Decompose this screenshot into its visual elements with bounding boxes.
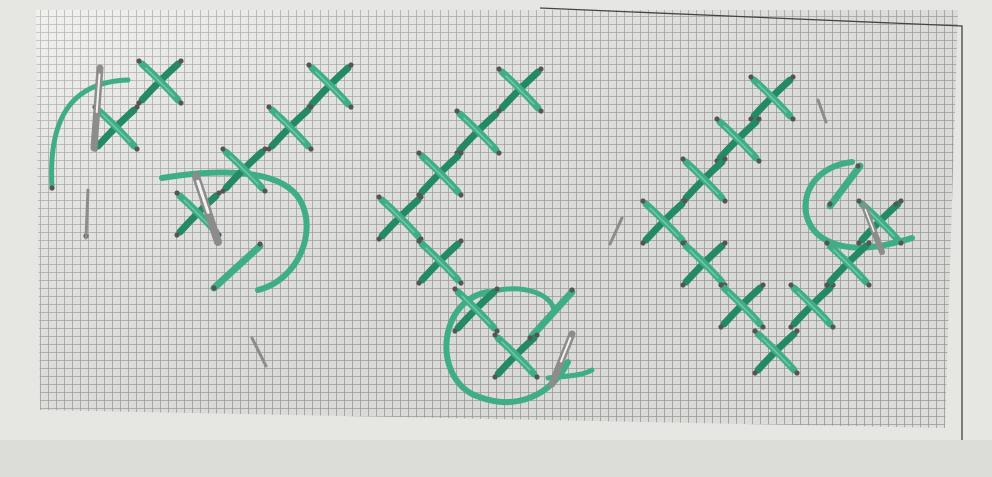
canvas-hole	[458, 192, 463, 197]
canvas-hole	[856, 198, 861, 203]
canvas-hole	[680, 240, 685, 245]
canvas-hole	[760, 324, 765, 329]
canvas-hole	[534, 332, 539, 337]
canvas-hole	[211, 285, 216, 290]
page-bottom-shadow	[0, 440, 992, 477]
canvas-hole	[174, 190, 179, 195]
canvas-hole	[856, 240, 861, 245]
canvas-hole	[788, 324, 793, 329]
canvas-hole	[794, 328, 799, 333]
canvas-hole	[496, 66, 501, 71]
canvas-hole	[458, 150, 463, 155]
canvas-hole	[640, 198, 645, 203]
canvas-hole	[308, 104, 313, 109]
canvas-hole	[134, 146, 139, 151]
canvas-hole	[756, 158, 761, 163]
canvas-hole	[308, 146, 313, 151]
canvas-hole	[527, 335, 532, 340]
needle-shaft	[86, 190, 88, 238]
canvas-hole	[680, 156, 685, 161]
canvas-hole	[174, 232, 179, 237]
canvas-hole	[416, 150, 421, 155]
canvas-hole	[306, 62, 311, 67]
canvas-hole	[538, 66, 543, 71]
canvas-hole	[262, 188, 267, 193]
canvas-hole	[855, 163, 860, 168]
canvas-hole	[178, 100, 183, 105]
canvas-hole	[266, 104, 271, 109]
canvas-hole	[682, 198, 687, 203]
canvas-hole	[452, 328, 457, 333]
canvas-hole	[136, 58, 141, 63]
canvas-hole	[830, 324, 835, 329]
canvas-hole	[416, 238, 421, 243]
canvas-hole	[492, 374, 497, 379]
canvas-shading	[36, 10, 958, 428]
canvas-hole	[416, 280, 421, 285]
canvas-hole	[824, 240, 829, 245]
canvas-hole	[827, 201, 832, 206]
canvas-hole	[790, 74, 795, 79]
canvas-hole	[752, 370, 757, 375]
canvas-hole	[722, 156, 727, 161]
canvas-hole	[722, 240, 727, 245]
canvas-hole	[680, 282, 685, 287]
canvas-hole	[794, 370, 799, 375]
canvas-hole	[496, 150, 501, 155]
canvas-hole	[534, 374, 539, 379]
canvas-hole	[348, 62, 353, 67]
canvas-hole	[458, 280, 463, 285]
canvas-hole	[752, 328, 757, 333]
canvas-hole	[418, 194, 423, 199]
canvas-hole	[866, 282, 871, 287]
canvas-hole	[748, 74, 753, 79]
canvas-hole	[866, 240, 871, 245]
canvas-hole	[898, 198, 903, 203]
canvas-hole	[760, 282, 765, 287]
canvas-hole	[376, 194, 381, 199]
needle	[86, 190, 88, 238]
canvas-hole	[257, 241, 262, 246]
canvas-hole	[788, 282, 793, 287]
canvas-hole	[538, 108, 543, 113]
canvas-hole	[496, 108, 501, 113]
canvas-hole	[454, 108, 459, 113]
canvas-hole	[262, 146, 267, 151]
canvas-hole	[220, 146, 225, 151]
canvas-hole	[569, 287, 574, 292]
canvas-hole	[492, 332, 497, 337]
canvas-hole	[898, 240, 903, 245]
canvas-hole	[718, 324, 723, 329]
canvas-hole	[376, 236, 381, 241]
canvas-hole	[452, 286, 457, 291]
canvas-hole	[756, 116, 761, 121]
canvas-hole	[893, 201, 898, 206]
canvas-hole	[714, 116, 719, 121]
canvas-hole	[49, 185, 54, 190]
canvas-hole	[348, 104, 353, 109]
canvas-hole	[718, 282, 723, 287]
canvas-hole	[790, 116, 795, 121]
canvas-hole	[722, 198, 727, 203]
canvas-hole	[494, 286, 499, 291]
canvas-hole	[458, 238, 463, 243]
canvas-hole	[134, 104, 139, 109]
canvas-hole	[640, 240, 645, 245]
canvas-hole	[824, 282, 829, 287]
canvas-hole	[178, 58, 183, 63]
canvas-hole	[216, 190, 221, 195]
